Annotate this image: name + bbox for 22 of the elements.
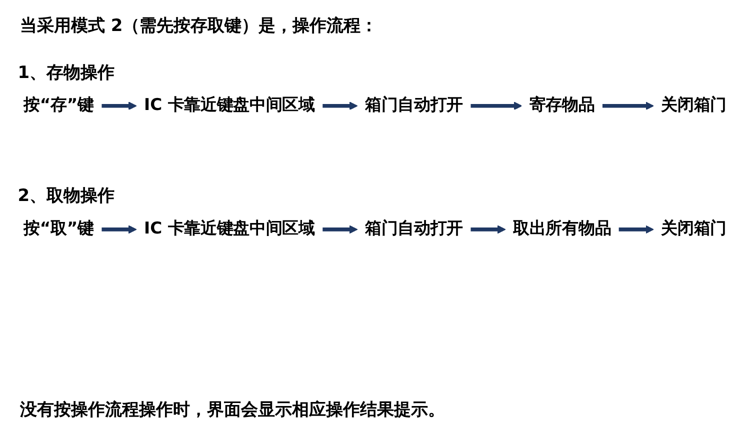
arrow: [470, 225, 506, 234]
arrow: [102, 102, 137, 110]
node-text: 关闭箱门: [661, 96, 727, 115]
node-text: IC 卡靠近键盘中间区域: [144, 219, 315, 238]
arrow: [322, 102, 358, 110]
arrow: [322, 225, 358, 234]
node-text: 箱门自动打开: [364, 219, 464, 238]
node-text: 按“取”键: [23, 219, 94, 238]
node-text: 取出所有物品: [513, 219, 612, 238]
node-text: 箱门自动打开: [364, 96, 464, 115]
arrow: [618, 225, 654, 234]
node-text: 按“存”键: [23, 96, 94, 115]
note-text: 没有按操作流程操作时，界面会显示相应操作结果提示。: [20, 399, 445, 421]
node-text: IC 卡靠近键盘中间区域: [144, 96, 315, 115]
arrow: [602, 102, 654, 110]
arrow: [102, 225, 137, 234]
arrow: [470, 102, 522, 110]
heading: 当采用模式 2（需先按存取键）是，操作流程：: [20, 15, 378, 37]
section-heading: 2、取物操作: [18, 185, 115, 208]
section-heading: 1、存物操作: [18, 62, 115, 84]
node-text: 寄存物品: [529, 96, 595, 115]
node-text: 关闭箱门: [661, 219, 727, 238]
